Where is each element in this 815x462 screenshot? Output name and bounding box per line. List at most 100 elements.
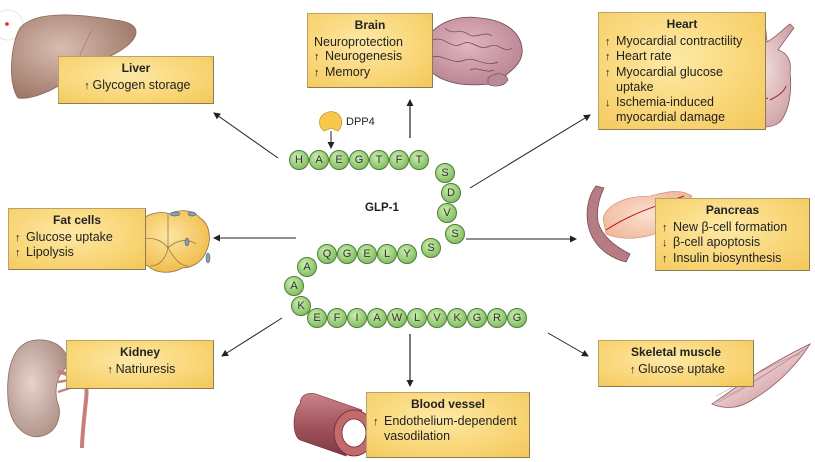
increase-arrow-icon: ↑ bbox=[314, 66, 320, 79]
fat-effect: ↑ Lipolysis bbox=[15, 245, 139, 261]
amino-acid-bead: G bbox=[349, 150, 369, 170]
amino-acid-bead: E bbox=[307, 308, 327, 328]
muscle-effect-text: Glucose uptake bbox=[638, 361, 725, 376]
amino-acid-bead: Y bbox=[397, 244, 417, 264]
amino-acid-bead: F bbox=[389, 150, 409, 170]
liver-box: Liver ↑Glycogen storage bbox=[58, 56, 214, 104]
brain-effect-text: Neurogenesis bbox=[325, 49, 403, 63]
liver-effect: ↑Glycogen storage bbox=[65, 78, 207, 94]
amino-acid-bead: W bbox=[387, 308, 407, 328]
vessel-title: Blood vessel bbox=[410, 397, 486, 411]
brain-title: Brain bbox=[354, 18, 386, 32]
pancreas-effect-text: Insulin biosynthesis bbox=[673, 250, 782, 265]
pancreas-effect: ↑ Insulin biosynthesis bbox=[662, 251, 803, 267]
kidney-title: Kidney bbox=[119, 345, 160, 359]
kidney-effect: ↑Natriuresis bbox=[73, 362, 207, 378]
increase-arrow-icon: ↑ bbox=[314, 51, 320, 63]
heart-effect: ↑ Myocardial glucose bbox=[605, 65, 759, 81]
heart-effect-continuation: myocardial damage bbox=[616, 110, 726, 124]
amino-acid-bead: V bbox=[427, 308, 447, 328]
brain-illustration-icon bbox=[423, 16, 523, 87]
glp1-label: GLP-1 bbox=[365, 202, 399, 214]
increase-arrow-icon: ↑ bbox=[629, 363, 636, 376]
amino-acid-bead: G bbox=[337, 244, 357, 264]
pancreas-box: Pancreas ↑ New β-cell formation ↓ β-cell apo… bbox=[655, 198, 810, 271]
dpp4-enzyme-icon bbox=[319, 111, 343, 132]
pancreas-title: Pancreas bbox=[705, 203, 760, 217]
heart-effect-continuation: uptake bbox=[616, 80, 654, 94]
pancreas-effect-text: New β-cell formation bbox=[673, 219, 788, 234]
brain-effect: ↑ Neurogenesis bbox=[314, 49, 426, 65]
amino-acid-bead: I bbox=[347, 308, 367, 328]
liver-effect-text: Glycogen storage bbox=[92, 77, 191, 92]
increase-arrow-icon: ↑ bbox=[15, 231, 21, 244]
amino-acid-bead: S bbox=[421, 238, 441, 258]
amino-acid-bead: G bbox=[467, 308, 487, 328]
amino-acid-bead: T bbox=[369, 150, 389, 170]
liver-title: Liver bbox=[121, 61, 151, 75]
amino-acid-bead: V bbox=[437, 203, 457, 223]
increase-arrow-icon: ↑ bbox=[605, 66, 611, 79]
heart-effect-text: Myocardial contractility bbox=[616, 33, 743, 48]
arrow-to-liver bbox=[213, 112, 279, 159]
arrow-to-heart bbox=[469, 114, 591, 189]
heart-effect-text: Heart rate bbox=[616, 49, 672, 63]
muscle-title: Skeletal muscle bbox=[630, 345, 722, 359]
fat-cells-box: Fat cells↑Glucose uptake↑Lipolysis bbox=[8, 208, 146, 270]
amino-acid-bead: H bbox=[289, 150, 309, 170]
fat-effect-text: Glucose uptake bbox=[26, 229, 113, 244]
heart-effect: ↑ Myocardial contractility bbox=[605, 34, 759, 50]
increase-arrow-icon: ↑ bbox=[84, 79, 90, 92]
increase-arrow-icon: ↑ bbox=[15, 247, 21, 259]
brain-effect-text: Memory bbox=[325, 64, 371, 79]
increase-arrow-icon: ↑ bbox=[373, 415, 379, 428]
amino-acid-bead: Q bbox=[317, 244, 337, 264]
fat-effect-text: Lipolysis bbox=[26, 245, 74, 259]
arrow-to-kidney bbox=[221, 317, 283, 357]
heart-title: Heart bbox=[666, 17, 698, 31]
muscle-effect: ↑Glucose uptake bbox=[605, 362, 747, 378]
kidney-effect-text: Natriuresis bbox=[115, 361, 176, 376]
skeletal-muscle-box: Skeletal muscle ↑Glucose uptake bbox=[598, 340, 754, 387]
amino-acid-bead: T bbox=[409, 150, 429, 170]
brain-effect: Neuroprotection bbox=[314, 35, 426, 50]
vessel-effect: ↑ Endothelium-dependent bbox=[373, 414, 523, 430]
dpp4-label: DPP4 bbox=[346, 116, 375, 128]
fat-effect: ↑ Glucose uptake bbox=[15, 230, 139, 246]
arrow-to-muscle bbox=[547, 332, 589, 357]
increase-arrow-icon: ↑ bbox=[605, 51, 611, 63]
heart-effect: ↓Ischemia-induced bbox=[605, 95, 759, 111]
brain-effect: ↑ Memory bbox=[314, 65, 426, 81]
increase-arrow-icon: ↑ bbox=[662, 221, 668, 234]
vessel-effect-continuation: vasodilation bbox=[384, 429, 451, 443]
decrease-arrow-icon: ↓ bbox=[662, 237, 668, 249]
amino-acid-bead: D bbox=[441, 183, 461, 203]
pancreas-effect-text: β-cell apoptosis bbox=[673, 235, 761, 249]
pancreas-effect: ↓ β-cell apoptosis bbox=[662, 235, 803, 251]
decrease-arrow-icon: ↓ bbox=[605, 96, 611, 109]
brain-effect-text: Neuroprotection bbox=[314, 34, 403, 49]
increase-arrow-icon: ↑ bbox=[605, 35, 611, 48]
amino-acid-bead: S bbox=[445, 224, 465, 244]
amino-acid-bead: A bbox=[297, 257, 317, 277]
amino-acid-bead: A bbox=[284, 276, 304, 296]
amino-acid-bead: A bbox=[309, 150, 329, 170]
increase-arrow-icon: ↑ bbox=[107, 363, 113, 376]
amino-acid-bead: E bbox=[357, 244, 377, 264]
blood-vessel-illustration-icon bbox=[293, 393, 375, 457]
heart-effect: ↑ Heart rate bbox=[605, 49, 759, 65]
pancreas-effect: ↑ New β-cell formation bbox=[662, 220, 803, 236]
increase-arrow-icon: ↑ bbox=[662, 252, 668, 265]
amino-acid-bead: R bbox=[487, 308, 507, 328]
heart-box: Heart ↑ Myocardial contractility ↑ Heart rat… bbox=[598, 12, 766, 130]
amino-acid-bead: K bbox=[447, 308, 467, 328]
amino-acid-bead: S bbox=[435, 163, 455, 183]
vessel-effect-text: Endothelium-dependent bbox=[384, 413, 517, 428]
fat-cells-illustration-icon bbox=[134, 210, 211, 273]
heart-effect-text: Myocardial glucose bbox=[616, 64, 723, 79]
arrows bbox=[213, 99, 591, 387]
amino-acid-bead: G bbox=[507, 308, 527, 328]
